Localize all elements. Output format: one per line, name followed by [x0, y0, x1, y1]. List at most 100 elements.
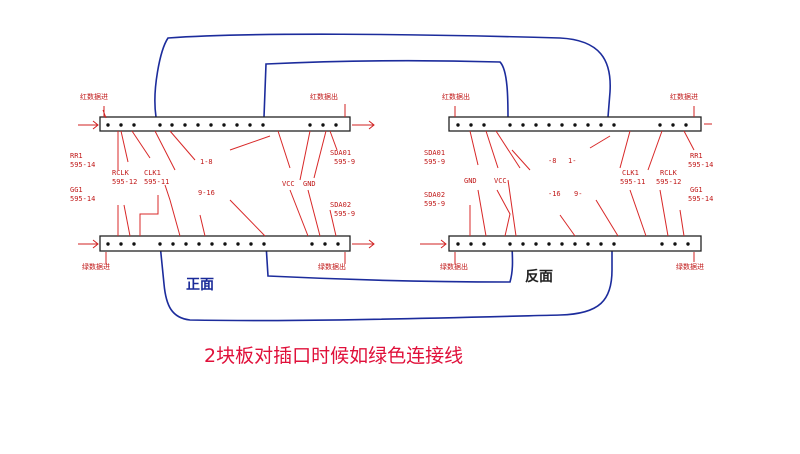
- back-bottom-pin: [456, 242, 460, 246]
- back-top-pin: [671, 123, 675, 127]
- label-rev-8: -8: [548, 157, 556, 165]
- front-bottom-pin: [323, 242, 327, 246]
- label-hong-in-left: 红数据进: [80, 92, 108, 101]
- label-rev-9: 9-: [574, 190, 582, 198]
- back-top-pin: [586, 123, 590, 127]
- label-rclk-sub: 595-12: [112, 178, 137, 186]
- front-top-pin: [235, 123, 239, 127]
- back-top-pin: [573, 123, 577, 127]
- back-top-pin: [482, 123, 486, 127]
- label-1-8: 1-8: [200, 158, 213, 166]
- label-rr1-sub: 595-14: [70, 161, 95, 169]
- inner-top-wire: [263, 59, 509, 121]
- front-bottom-pin: [106, 242, 110, 246]
- back-top-pin: [612, 123, 616, 127]
- arrow-front-bottom-out: [352, 239, 375, 249]
- back-top-pin: [560, 123, 564, 127]
- label-gnd-front: GND: [303, 180, 316, 188]
- front-top-pin: [321, 123, 325, 127]
- back-bottom-pin: [612, 242, 616, 246]
- label-vcc-front: VCC: [282, 180, 295, 188]
- signal-arrows: [78, 104, 712, 264]
- front-top-pin: [222, 123, 226, 127]
- back-top-pin: [469, 123, 473, 127]
- front-bottom-pin: [249, 242, 253, 246]
- label-rclk: RCLK: [112, 169, 130, 177]
- header-strips: [99, 116, 702, 252]
- front-top-pin: [106, 123, 110, 127]
- front-bottom-pin: [197, 242, 201, 246]
- back-bottom-pin: [660, 242, 664, 246]
- label-sda01-back: SDA01: [424, 149, 445, 157]
- label-hong-out-left: 红数据出: [310, 92, 338, 101]
- label-gg1-back: GG1: [690, 186, 703, 194]
- back-side-label: 反面: [525, 268, 553, 285]
- front-top-pin: [248, 123, 252, 127]
- label-gg1: GG1: [70, 186, 83, 194]
- front-bottom-pin: [184, 242, 188, 246]
- front-top-pin: [209, 123, 213, 127]
- back-bottom-pin: [508, 242, 512, 246]
- label-rr1-sub-back: 595-14: [688, 161, 713, 169]
- front-top-pin: [308, 123, 312, 127]
- label-hong-in-right: 红数据进: [670, 92, 698, 101]
- arrow-front-top-in: [78, 120, 99, 130]
- back-bottom-pin: [686, 242, 690, 246]
- label-clk1-sub-back: 595-11: [620, 178, 645, 186]
- front-leader-lines: [117, 130, 338, 237]
- front-bottom-pin: [171, 242, 175, 246]
- front-bottom-pin: [310, 242, 314, 246]
- label-lv-in-right: 绿数据进: [676, 262, 704, 271]
- label-9-16: 9-16: [198, 189, 215, 197]
- arrow-back-bottom-in: [420, 239, 447, 249]
- front-top-pin: [170, 123, 174, 127]
- front-top-pin: [158, 123, 162, 127]
- back-bottom-pin: [586, 242, 590, 246]
- caption: 2块板对插口时候如绿色连接线: [204, 345, 463, 367]
- back-top-pin: [658, 123, 662, 127]
- header-pins: [106, 123, 690, 246]
- back-bottom-pin: [673, 242, 677, 246]
- label-sda02-front: SDA02: [330, 201, 351, 209]
- label-rev-1: 1-: [568, 157, 576, 165]
- label-sda01-sub-front: 595-9: [334, 158, 355, 166]
- label-sda02-sub-front: 595-9: [334, 210, 355, 218]
- label-sda02-sub-back: 595-9: [424, 200, 445, 208]
- inner-bottom-wire: [265, 243, 514, 283]
- front-top-pin: [196, 123, 200, 127]
- arrow-front-top-out: [352, 120, 375, 130]
- connection-wires: [154, 33, 613, 322]
- back-bottom-pin: [469, 242, 473, 246]
- back-bottom-pin: [482, 242, 486, 246]
- outer-top-wire: [154, 33, 611, 118]
- outer-bottom-wire: [159, 243, 613, 322]
- back-top-pin: [456, 123, 460, 127]
- front-bottom-pin: [336, 242, 340, 246]
- back-top-pin: [534, 123, 538, 127]
- label-vcc-back: VCC: [494, 177, 507, 185]
- label-sda01-sub-back: 595-9: [424, 158, 445, 166]
- label-clk1: CLK1: [144, 169, 161, 177]
- back-bottom-pin: [534, 242, 538, 246]
- label-sda02-back: SDA02: [424, 191, 445, 199]
- label-gg1-sub-back: 595-14: [688, 195, 713, 203]
- label-gnd-back: GND: [464, 177, 477, 185]
- front-top-pin: [119, 123, 123, 127]
- back-labels: 红数据出 红数据进 SDA01 595-9 SDA02 595-9 GND VC…: [424, 92, 713, 271]
- label-rclk-back: RCLK: [660, 169, 678, 177]
- label-lv-out-left: 绿数据出: [318, 262, 346, 271]
- front-top-pin: [334, 123, 338, 127]
- back-top-pin: [521, 123, 525, 127]
- front-labels: 红数据进 红数据出 RR1 595-14 RCLK 595-12 CLK1 59…: [70, 92, 355, 271]
- back-bottom-pin: [521, 242, 525, 246]
- label-gg1-sub: 595-14: [70, 195, 95, 203]
- back-bottom-pin: [547, 242, 551, 246]
- label-lv-out-right: 绿数据出: [440, 262, 468, 271]
- front-top-pin: [261, 123, 265, 127]
- label-sda01-front: SDA01: [330, 149, 351, 157]
- back-top-pin: [508, 123, 512, 127]
- front-bottom-pin: [158, 242, 162, 246]
- front-bottom-pin: [210, 242, 214, 246]
